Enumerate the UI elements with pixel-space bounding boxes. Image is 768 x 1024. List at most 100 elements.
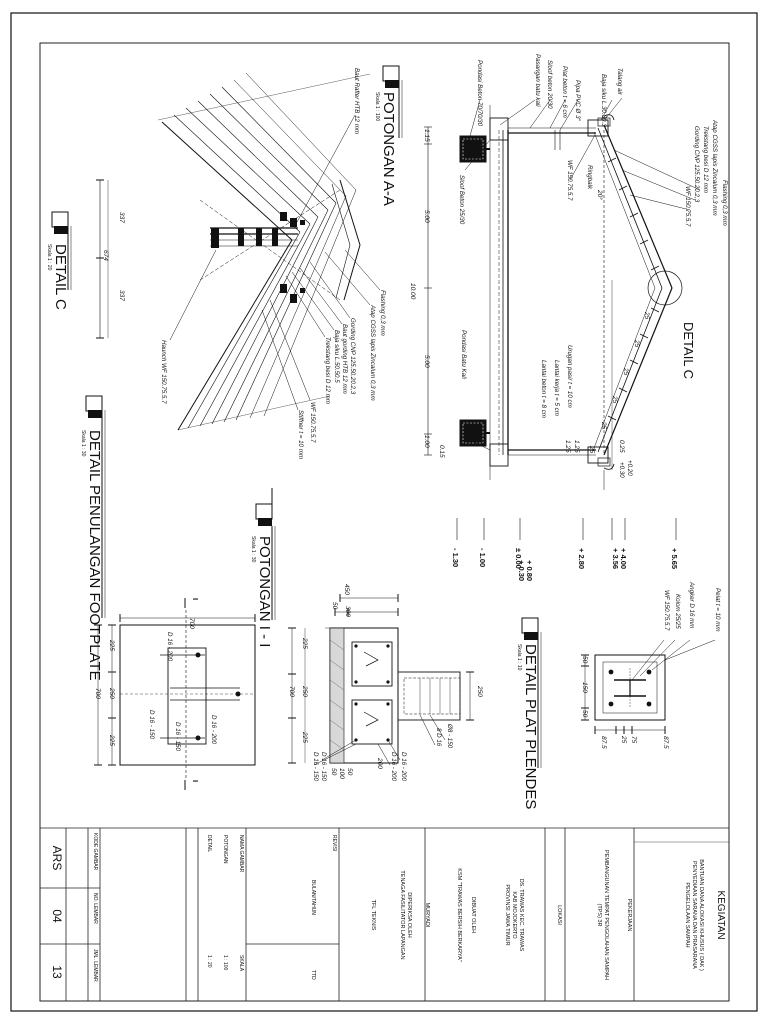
view-scale: Skala 1 : 30	[80, 430, 86, 457]
dim-ii-overall: 700	[288, 686, 295, 697]
potongan-ii-labels: 450 50 300 225 250 225 700 250 Ø8 - 150 …	[288, 584, 483, 781]
side-dim: 1.25	[564, 440, 571, 453]
dim-plat: 75	[630, 736, 637, 744]
potongan-aa-labels: Talang air Baja siku L.30.30.3 Pipa PVC …	[409, 54, 728, 478]
dim-ii: 300	[344, 606, 351, 617]
outer-border	[10, 12, 758, 1012]
view-title: DETAIL PLAT PLENDES	[522, 644, 539, 809]
label-pondasi-batu: Pondasi Batu Kali	[460, 330, 467, 379]
slope-mark: 25	[622, 367, 629, 376]
detail-c-tag: DETAIL C	[681, 322, 696, 379]
dim-plat: 150	[581, 682, 588, 693]
potongan-aa-section	[424, 97, 701, 490]
label-sloof: Sloof beton 20/30	[546, 60, 553, 109]
rebar-label: D 16 - 150	[148, 710, 155, 739]
label-flashing: Flashing 0,3 mm	[721, 180, 728, 226]
plat-drawing	[581, 639, 716, 734]
detail-c-drawing	[96, 72, 381, 431]
dim-span: 10.00	[409, 283, 416, 300]
dim-foot-overall: 700	[94, 688, 101, 699]
level-sloof: - 1.00	[478, 548, 487, 567]
callout-wf: WF 150.75.5.7	[663, 590, 670, 631]
label-atap-cgss: Atap CGSS lapis Zincalum 0,3 mm	[711, 119, 718, 216]
dim-ii-bottom: 50	[346, 768, 353, 776]
level-plus030: + 0.30	[517, 560, 526, 581]
label-pasangan-batu: Pasangan batu kali	[534, 54, 541, 107]
rebar-label: D 16 - 200	[210, 715, 217, 744]
dim-ii: 50	[331, 602, 338, 610]
elevation-levels: + 5.65 + 4.00 + 3.56 + 2.80 ± 0.00 - 1.0…	[451, 518, 679, 581]
pekerjaan-line: (TPS) 3R	[596, 904, 602, 927]
skala-header: SKALA	[238, 955, 244, 972]
jml-lembar-value: 13	[50, 965, 64, 979]
view-scale: Skala 1 : 20	[46, 244, 52, 271]
label-trekstang: Trekstang besi D 12 mm	[702, 126, 709, 193]
dim-span: 5.00	[423, 355, 430, 368]
dim-ii-bottom: 50	[330, 768, 337, 776]
kode-gambar-value: ARS	[50, 846, 64, 871]
callout-flashing: Flashing 0,3 mm	[379, 290, 386, 336]
level-top: + 5.65	[670, 548, 679, 569]
level-foundation: - 1.30	[451, 548, 460, 567]
gambar-scale: 1 : 20	[206, 955, 212, 968]
kegiatan-header: KEGIATAN	[715, 890, 726, 939]
view-title-potongan-ii: POTONGAN I - I Skala 1 : 30	[250, 488, 276, 647]
nama-gambar-header: NAMA GAMBAR	[238, 835, 244, 873]
slope-mark: 25	[588, 445, 595, 454]
slope-mark: 25	[611, 395, 618, 404]
label-urugan-pasir: Urugan pasir t = 10 cm	[566, 345, 573, 408]
kegiatan-line: PENGELOLAAN SAMPAH	[684, 882, 690, 947]
no-lembar-value: 04	[50, 909, 64, 923]
label-ringbalk: Ringbalk	[586, 165, 593, 190]
pekerjaan-line: PEMBANGUNAN TEMPAT PENGOLAHAN SAMPAH	[603, 850, 609, 980]
dim-c: 674	[102, 250, 109, 261]
label-wf-rafter: WF 150.75.5.7	[684, 186, 691, 227]
gambar-name: POTONGAN	[222, 835, 228, 864]
callout-pelat: Pelat t = 10 mm	[714, 588, 721, 632]
dim-ii: 250	[301, 685, 308, 697]
label-gording: Gording CNP 125.50.20.2,3	[693, 126, 700, 203]
dim-plat: 87.5	[662, 736, 669, 749]
pekerjaan-header: PEKERJAAN	[626, 899, 632, 932]
detail-c-marker	[647, 270, 683, 306]
label-pipa-pvc: Pipa PVC Ø 3"	[574, 80, 581, 122]
kode-gambar-header: KODE GAMBAR	[92, 833, 98, 871]
label-sloof-beton: Sloof Beton 25/30	[458, 175, 465, 225]
dim-plat: 50	[581, 656, 588, 664]
callout-haunch: Haunch WF 150.75.5.7	[160, 340, 167, 404]
dim-ii-bottom: 200	[376, 757, 383, 769]
dim-ii-right: 250	[476, 685, 483, 697]
label-plat-beton: Plat beton t = 6 cm	[561, 66, 568, 118]
lokasi-header: LOKASI	[556, 905, 562, 925]
dim-foot: 225	[108, 639, 115, 651]
callout-atap: Atap CGSS lapis Zincalum 0,3 mm	[369, 304, 376, 401]
side-dim: 0.15	[438, 445, 445, 458]
dibuat-header: DIBUAT OLEH	[470, 897, 476, 933]
plat-labels: Pelat t = 10 mm Angker D 16 mm Kolom 25/…	[581, 581, 721, 749]
diperiksa-line: DIPERIKSA OLEH	[406, 892, 412, 938]
view-scale: Skala 1 : 100	[374, 92, 380, 121]
callout-baut-gording: Baut gording HTB 12 mm	[341, 324, 348, 394]
rebar-ii: D 16 - 150	[312, 752, 319, 781]
dim-plat: 50	[581, 710, 588, 718]
dim-c: 337	[118, 212, 125, 223]
dim-span: 1.00	[423, 435, 430, 448]
lokasi-line: KAB MOJOKERTO	[511, 891, 517, 939]
callout-angker: Angker D 16 mm	[688, 581, 695, 628]
dim-span: 1.15	[423, 129, 430, 142]
cut-mark: I	[191, 598, 200, 600]
revisi-date: BULAN/TAHUN	[310, 880, 316, 915]
kegiatan-line: BANTUAN DANA ALOKASI KHUSUS ( DAK )	[698, 859, 704, 971]
callout-baut-rafter: Baut Rafter HTB 12 mm	[353, 68, 360, 134]
lokasi-line: PROVINSI JAWA TIMUR	[504, 884, 510, 945]
level-column: + 3.56	[611, 548, 620, 569]
dim-plat: 87.5	[600, 736, 607, 749]
footplate-drawing	[94, 598, 256, 790]
rebar-label: D 16 - 200	[166, 632, 173, 661]
detail-c-labels: Baut Rafter HTB 12 mm Flashing 0,3 mm At…	[102, 68, 386, 459]
gambar-name: DETAIL	[206, 835, 212, 852]
view-title: DETAIL C	[52, 244, 69, 310]
dibuat-ksm: KSM "TRAWAS BERSIH BERKARYA"	[456, 868, 462, 961]
level-mark: +0.20	[626, 460, 633, 476]
level-floor: ± 0.00	[514, 548, 523, 569]
